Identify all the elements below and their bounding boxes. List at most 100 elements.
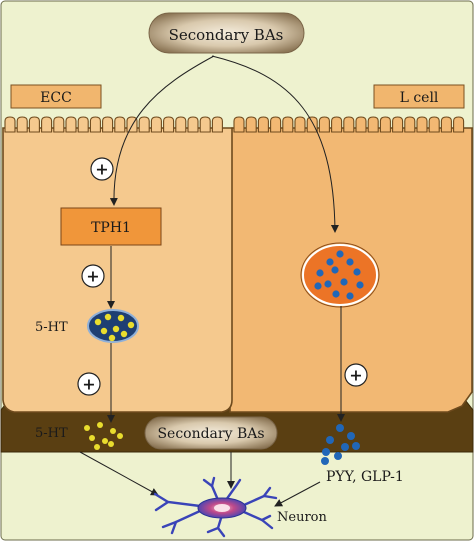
- released-hormone-granule: [341, 443, 349, 451]
- serotonin-granules: [94, 313, 135, 342]
- l-cell-microvillus: [306, 116, 318, 133]
- l-cell-microvillus: [453, 116, 465, 133]
- l-cell-microvillus: [270, 116, 282, 133]
- l-cell-microvillus: [392, 116, 404, 133]
- l-cell-microvillus: [428, 116, 440, 133]
- stimulation-plus-3: +: [77, 372, 101, 396]
- stimulation-plus-4-symbol: +: [349, 366, 362, 385]
- serotonin-granule: [120, 330, 128, 338]
- released-serotonin-granule: [117, 433, 123, 439]
- released-serotonin-granule: [110, 428, 116, 434]
- l-cell-label: L cell: [400, 90, 439, 106]
- l-cell-microvillus: [245, 116, 257, 133]
- serotonin-granule: [104, 313, 112, 321]
- serotonin-granule: [112, 325, 120, 333]
- hormone-granule: [336, 250, 344, 258]
- released-hormone-granule: [336, 424, 344, 432]
- secondary-bas-lumen-label: Secondary BAs: [157, 426, 264, 442]
- ecc-label: ECC: [40, 90, 72, 106]
- l-cell-microvillus: [233, 116, 245, 133]
- hormone-granule: [324, 280, 332, 288]
- released-serotonin-granule: [94, 444, 100, 450]
- stimulation-plus-1: +: [90, 157, 114, 181]
- released-hormone-granule: [326, 436, 334, 444]
- l-cell-microvilli: [233, 116, 465, 133]
- arrow-bas-to-tph1: [109, 55, 215, 206]
- ecc-microvillus: [53, 116, 65, 133]
- l-cell-granule-body: [300, 242, 380, 308]
- stimulation-plus-2-symbol: +: [86, 267, 99, 286]
- arrow-hormones-to-neuron: [274, 481, 321, 507]
- ecc-microvillus: [77, 116, 89, 133]
- secondary-bas-lumen-pill: Secondary BAs: [144, 416, 278, 450]
- l-cell-microvillus: [416, 116, 428, 133]
- hormone-granule: [314, 282, 322, 290]
- hormone-granule: [340, 278, 348, 286]
- l-cell-hormone-granules: [314, 250, 364, 300]
- l-cell-microvillus: [318, 116, 330, 133]
- ecc-microvillus: [211, 116, 223, 133]
- released-serotonin-granule: [108, 441, 114, 447]
- neuron-label: Neuron: [277, 510, 327, 525]
- serotonin-released-label: 5-HT: [35, 426, 68, 441]
- serotonin-granule: [94, 318, 102, 326]
- arrow-bas-to-l-cell: [211, 55, 339, 233]
- stimulation-plus-4: +: [344, 363, 368, 387]
- l-cell-microvillus: [367, 116, 379, 133]
- ecc-microvillus: [187, 116, 199, 133]
- hormone-granule: [346, 292, 354, 300]
- arrow-5ht-to-neuron: [79, 451, 159, 496]
- released-serotonin-granules: [84, 422, 123, 450]
- hormone-granule: [356, 281, 364, 289]
- released-hormone-granules: [321, 424, 360, 465]
- neuron-icon: [153, 476, 278, 538]
- ecc-microvillus: [138, 116, 150, 133]
- ecc-microvillus: [175, 116, 187, 133]
- ecc-microvillus: [65, 116, 77, 133]
- tph1-label: TPH1: [91, 220, 131, 236]
- l-cell-microvillus: [343, 116, 355, 133]
- ecc-microvillus: [102, 116, 114, 133]
- hormone-granule: [331, 266, 339, 274]
- l-cell-label-box: L cell: [373, 84, 465, 109]
- serotonin-vesicle-label: 5-HT: [35, 320, 68, 335]
- serotonin-vesicle: [87, 309, 139, 343]
- stimulation-plus-1-symbol: +: [95, 160, 108, 179]
- l-cell-microvillus: [282, 116, 294, 133]
- released-serotonin-granule: [97, 422, 103, 428]
- ecc-microvillus: [28, 116, 40, 133]
- ecc-microvillus: [150, 116, 162, 133]
- hormone-granule: [332, 290, 340, 298]
- released-hormone-granule: [352, 442, 360, 450]
- ecc-microvillus: [4, 116, 16, 133]
- stimulation-plus-2: +: [81, 264, 105, 288]
- tph1-box: TPH1: [60, 207, 162, 246]
- serotonin-granule: [108, 334, 116, 342]
- released-hormone-granule: [334, 452, 342, 460]
- serotonin-granule: [127, 321, 135, 329]
- hormone-granule: [316, 269, 324, 277]
- l-cell-microvillus: [257, 116, 269, 133]
- ecc-microvillus: [114, 116, 126, 133]
- serotonin-granule: [100, 327, 108, 335]
- stimulation-plus-3-symbol: +: [82, 375, 95, 394]
- secondary-bas-top-pill: Secondary BAs: [148, 12, 305, 54]
- released-hormone-granule: [347, 432, 355, 440]
- l-cell-microvillus: [331, 116, 343, 133]
- released-serotonin-granule: [102, 438, 108, 444]
- hormone-granule: [353, 268, 361, 276]
- pyy-glp1-label: PYY, GLP-1: [326, 469, 404, 485]
- ecc-microvillus: [199, 116, 211, 133]
- released-hormone-granule: [322, 448, 330, 456]
- secondary-bas-top-label: Secondary BAs: [169, 26, 284, 44]
- released-serotonin-granule: [89, 435, 95, 441]
- hormone-granule: [346, 258, 354, 266]
- ecc-label-box: ECC: [10, 84, 102, 109]
- l-cell-microvillus: [379, 116, 391, 133]
- l-cell-microvillus: [294, 116, 306, 133]
- ecc-microvilli: [4, 116, 223, 133]
- ecc-microvillus: [89, 116, 101, 133]
- ecc-cell-body: [2, 127, 233, 413]
- l-cell-microvillus: [440, 116, 452, 133]
